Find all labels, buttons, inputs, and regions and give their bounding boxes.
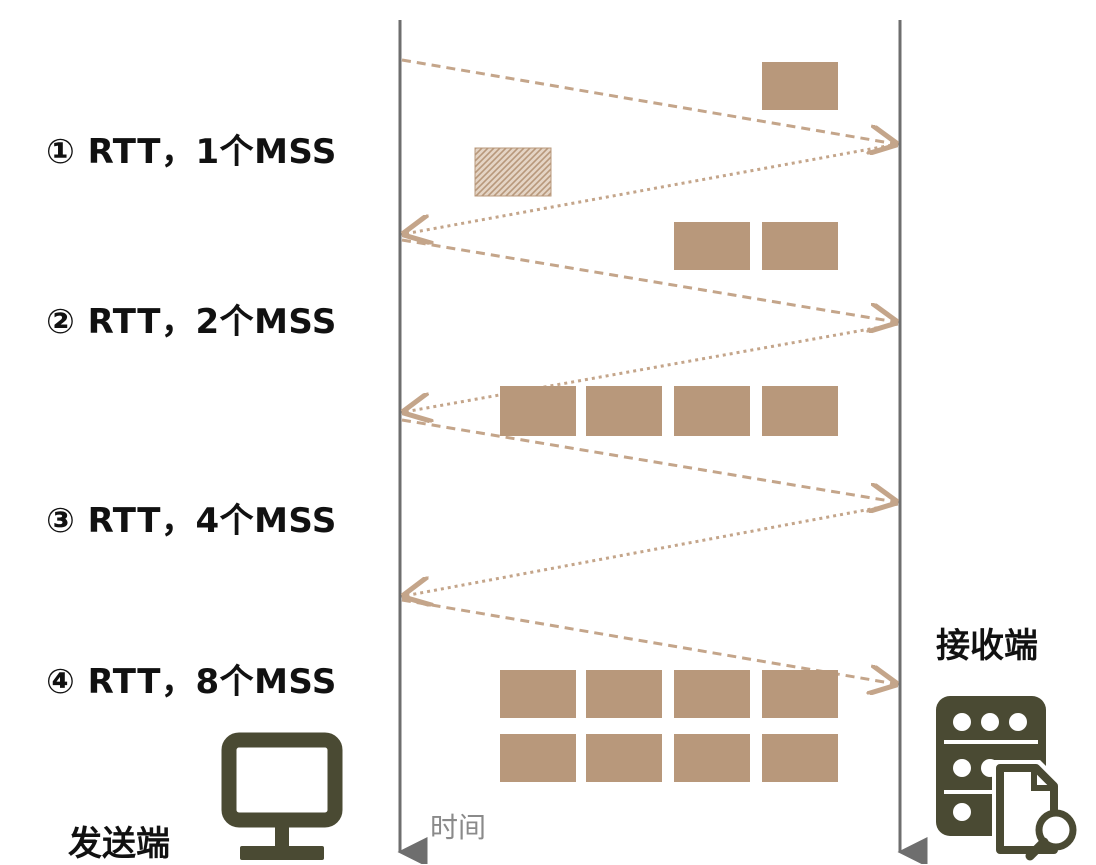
ack-hatched-block — [474, 147, 552, 197]
receiver-label: 接收端 — [936, 626, 1038, 666]
segment-block — [586, 670, 662, 718]
segment-block — [762, 386, 838, 436]
step-label-4: ④ RTT，8个MSS — [46, 662, 337, 702]
segment-block — [500, 670, 576, 718]
segments-round-4 — [500, 670, 838, 782]
step-label-2: ② RTT，2个MSS — [46, 302, 337, 342]
segments-round-2 — [674, 222, 838, 270]
send-arrow — [401, 58, 896, 144]
segments-round-3 — [500, 386, 838, 436]
segment-block — [674, 386, 750, 436]
segment-block — [674, 734, 750, 782]
segment-block — [762, 62, 838, 110]
monitor-icon — [221, 732, 343, 860]
segment-block — [500, 386, 576, 436]
segments-round-1 — [762, 62, 838, 110]
step-label-3: ③ RTT，4个MSS — [46, 501, 337, 541]
ack-arrow — [404, 502, 899, 596]
send-arrow — [401, 418, 896, 502]
server-document-icon — [936, 696, 1077, 861]
segment-block — [674, 670, 750, 718]
segment-block — [762, 222, 838, 270]
segment-block — [586, 386, 662, 436]
segment-block — [762, 734, 838, 782]
time-axis-label: 时间 — [430, 811, 487, 844]
send-arrow — [401, 598, 896, 684]
sender-label: 发送端 — [68, 824, 170, 864]
send-arrow — [401, 238, 896, 322]
segment-block — [500, 734, 576, 782]
step-label-1: ① RTT，1个MSS — [46, 132, 337, 172]
segment-block — [762, 670, 838, 718]
segment-block — [674, 222, 750, 270]
segment-block — [586, 734, 662, 782]
